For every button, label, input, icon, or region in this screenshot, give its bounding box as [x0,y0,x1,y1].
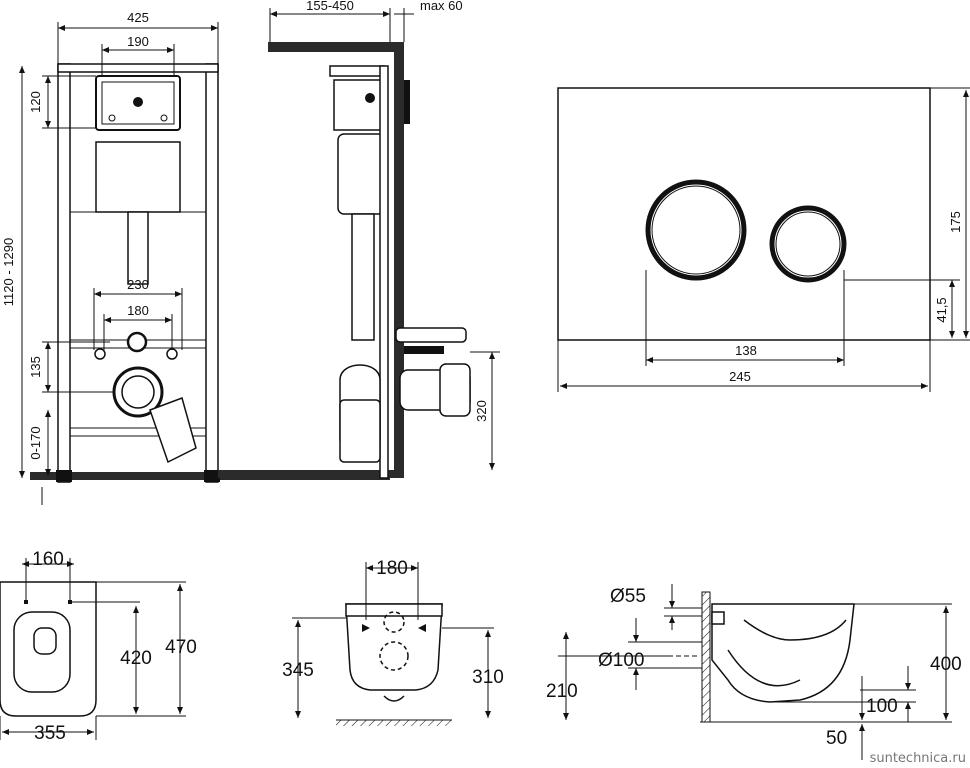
bowl-side-view: Ø55 Ø100 210 400 100 50 [546,584,962,760]
watermark: suntechnica.ru [870,751,966,766]
wall-top [268,42,404,52]
dim-mount-spacing-top: 160 [32,549,64,570]
frame-front-view: 425 190 1120 - 1290 120 230 180 135 0-17… [1,10,390,505]
dim-button-span: 138 [735,343,757,358]
bowl-outline-side [711,603,855,703]
frame-upright-side [379,65,389,479]
dim-outlet-height-side: 210 [546,681,578,702]
frame-upright-right [205,63,219,483]
flush-button-large [645,179,747,281]
frame-side-view: 155-450 max 60 320 [218,0,500,479]
dim-button-offset: 41,5 [934,297,949,322]
dim-bowl-width: 355 [34,723,66,744]
dim-frame-height: 1120 - 1290 [1,238,16,306]
dim-pipe-spacing-outer: 230 [127,277,149,292]
dim-outlet-height: 320 [474,400,489,422]
flush-pipe [127,211,149,285]
dim-wall-max: max 60 [420,0,463,13]
dim-height-total: 400 [930,654,962,675]
dim-plate-height: 175 [948,211,963,233]
cistern [95,141,181,213]
dim-panel-height: 120 [28,91,43,113]
dim-floor-adjust: 0-170 [28,426,43,459]
dim-height-left: 345 [282,660,314,681]
dim-base-offset: 50 [826,728,847,749]
dim-inlet-diameter: Ø55 [610,586,646,607]
dim-drain-height: 135 [28,356,43,378]
dim-outlet-diameter: Ø100 [598,650,644,671]
dim-mount-spacing-back: 180 [376,558,408,579]
dim-outlet-depth: 100 [866,696,898,717]
dim-length-total: 470 [165,637,197,658]
cistern-side [337,133,385,215]
bowl-outline-back [345,603,443,691]
dim-depth-range: 155-450 [306,0,354,13]
dim-panel-width: 190 [127,34,149,49]
dim-plate-width: 245 [729,369,751,384]
frame-upright-left [57,63,71,483]
bowl-back-view: 180 345 310 [282,558,504,726]
bowl-top-view: 160 420 470 355 [0,549,197,744]
flush-plate: 175 41,5 138 245 [557,87,970,392]
flush-button-small [769,205,847,283]
dim-frame-width: 425 [127,10,149,25]
dim-pipe-spacing-inner: 180 [127,303,149,318]
wall-vertical [394,42,404,478]
flush-plate-outline [557,87,931,341]
dim-length-inner: 420 [120,648,152,669]
dim-height-right: 310 [472,667,504,688]
